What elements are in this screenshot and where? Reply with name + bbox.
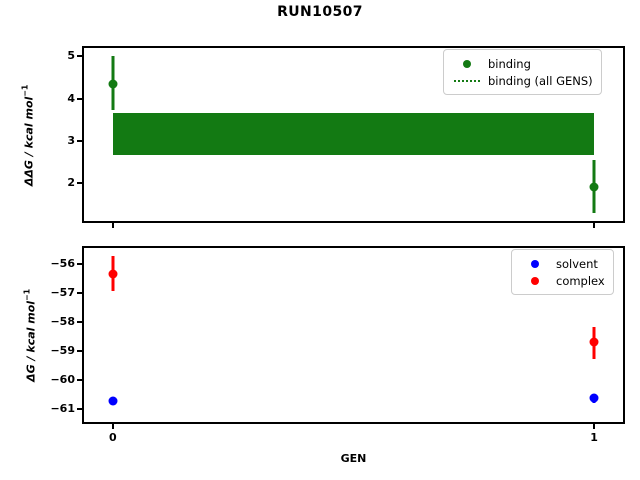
legend-label-complex: complex <box>556 273 605 288</box>
top-y-axis-label-exponent: −1 <box>20 84 30 97</box>
y-tick-label: −57 <box>50 285 75 299</box>
legend-item-binding-all-gens[interactable]: binding (all GENS) <box>450 72 593 89</box>
y-tick-mark <box>77 349 82 352</box>
y-tick-mark <box>77 262 82 265</box>
y-tick-label: 3 <box>67 133 75 147</box>
data-point-complex[interactable] <box>589 337 599 347</box>
y-tick-mark <box>77 55 82 58</box>
x-tick-mark <box>593 223 596 228</box>
legend-label-binding: binding <box>488 56 531 71</box>
y-tick-label: 4 <box>67 91 75 105</box>
x-tick-mark <box>593 424 596 429</box>
y-tick-label: −61 <box>50 401 75 415</box>
y-tick-mark <box>77 97 82 100</box>
x-tick-label: 0 <box>109 431 117 444</box>
bottom-plot-area <box>84 248 623 422</box>
legend-item-binding[interactable]: binding <box>450 55 593 72</box>
dotted-line-icon <box>450 79 484 82</box>
x-tick-mark <box>111 223 114 228</box>
circle-dot-icon <box>518 259 552 268</box>
y-tick-label: −60 <box>50 372 75 386</box>
figure-title: RUN10507 <box>277 4 363 20</box>
top-plot-axes <box>82 46 625 223</box>
legend-label-solvent: solvent <box>556 256 598 271</box>
data-point-binding[interactable] <box>589 182 599 192</box>
binding-all-gens-band <box>112 113 595 155</box>
top-legend[interactable]: binding binding (all GENS) <box>443 49 602 95</box>
y-tick-mark <box>77 407 82 410</box>
bottom-legend[interactable]: solvent complex <box>511 249 614 295</box>
data-point-solvent[interactable] <box>589 393 599 403</box>
y-tick-label: −58 <box>50 314 75 328</box>
y-tick-mark <box>77 320 82 323</box>
y-tick-mark <box>77 378 82 381</box>
y-tick-label: −59 <box>50 343 75 357</box>
x-tick-label: 1 <box>590 431 598 444</box>
x-tick-mark <box>111 424 114 429</box>
data-point-solvent[interactable] <box>108 396 118 406</box>
circle-dot-icon <box>518 276 552 285</box>
y-tick-label: 2 <box>67 176 75 190</box>
y-tick-mark <box>77 139 82 142</box>
data-point-binding[interactable] <box>108 79 118 89</box>
top-plot-area <box>84 48 623 221</box>
legend-item-solvent[interactable]: solvent <box>518 255 605 272</box>
y-tick-label: −56 <box>50 256 75 270</box>
data-point-complex[interactable] <box>108 269 118 279</box>
circle-dot-icon <box>450 59 484 68</box>
legend-item-complex[interactable]: complex <box>518 272 605 289</box>
bottom-y-axis-label-text: ΔG / kcal mol <box>24 300 38 382</box>
x-axis-label: GEN <box>340 452 367 465</box>
y-tick-label: 5 <box>67 49 75 63</box>
bottom-y-axis-label-exponent: −1 <box>22 288 32 301</box>
bottom-y-axis-label: ΔG / kcal mol−1 <box>23 260 38 410</box>
y-tick-mark <box>77 182 82 185</box>
legend-label-binding-all-gens: binding (all GENS) <box>488 73 593 88</box>
y-tick-mark <box>77 291 82 294</box>
